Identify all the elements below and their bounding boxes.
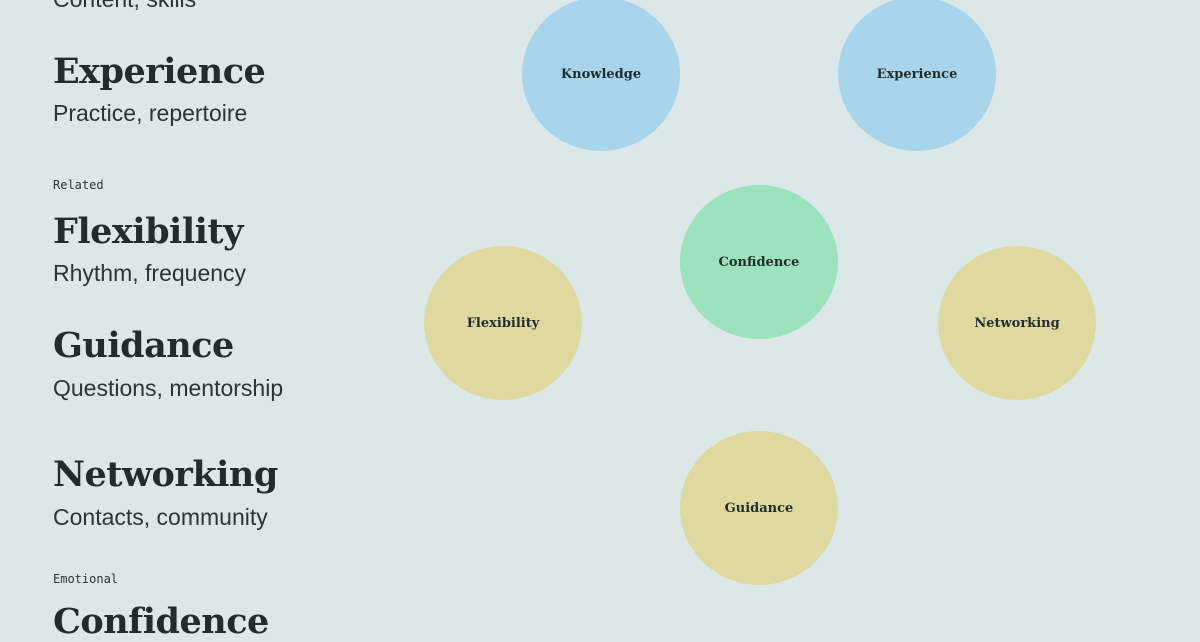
item-title: Guidance <box>53 325 234 366</box>
node-flexibility: Flexibility <box>424 246 582 400</box>
node-networking: Networking <box>938 246 1096 400</box>
node-guidance: Guidance <box>680 431 838 585</box>
node-confidence: Confidence <box>680 185 838 339</box>
node-label: Experience <box>876 66 958 82</box>
item-title: Flexibility <box>53 211 243 252</box>
node-label: Flexibility <box>466 315 540 331</box>
item-subtitle: Questions, mentorship <box>53 375 284 401</box>
item-subtitle: Contacts, community <box>53 504 268 530</box>
group-label: Emotional <box>53 572 119 586</box>
item-subtitle: Content, skills <box>53 0 196 13</box>
node-label: Networking <box>974 315 1060 331</box>
group-label: Related <box>53 178 104 192</box>
node-label: Confidence <box>718 254 800 270</box>
node-label: Guidance <box>724 500 794 516</box>
item-title: Networking <box>53 454 278 495</box>
node-label: Knowledge <box>560 66 642 82</box>
node-knowledge: Knowledge <box>522 0 680 151</box>
item-title: Confidence <box>53 601 269 642</box>
node-experience: Experience <box>838 0 996 151</box>
item-title: Experience <box>53 51 266 92</box>
item-subtitle: Practice, repertoire <box>53 100 248 126</box>
item-subtitle: Rhythm, frequency <box>53 260 247 286</box>
